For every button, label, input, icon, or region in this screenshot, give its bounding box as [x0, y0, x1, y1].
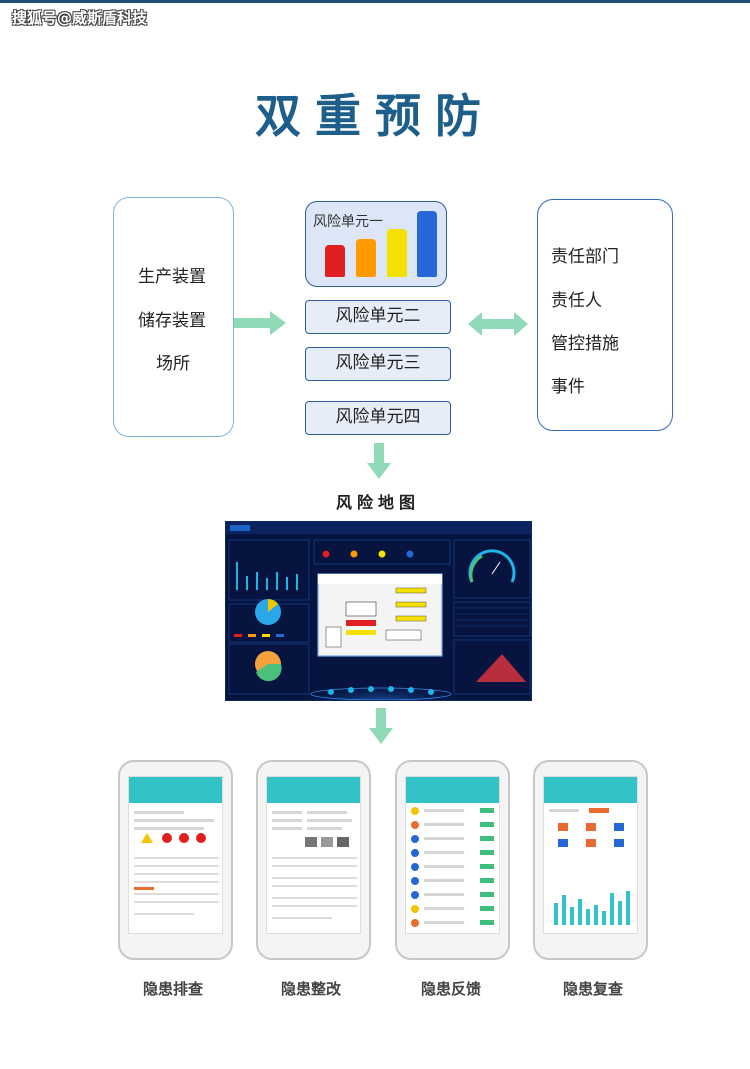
page-title: 双重预防	[255, 89, 495, 143]
responsibility-box: 责任部门 责任人 管控措施 事件	[537, 199, 673, 431]
asset-box: 生产装置 储存装置 场所	[113, 197, 234, 437]
risk-unit-3: 风险单元三	[305, 347, 451, 381]
risk-unit-1-label: 风险单元一	[313, 214, 383, 230]
risk-unit-2: 风险单元二	[305, 300, 451, 334]
responsibility-item: 责任部门	[551, 247, 619, 267]
risk-unit-1: 风险单元一	[305, 201, 447, 287]
arrow-down-icon	[369, 708, 393, 744]
phone-recheck	[533, 760, 648, 960]
phone-feedback	[395, 760, 510, 960]
risk-level-bar-red	[325, 245, 345, 277]
risk-map-label: 风险地图	[335, 493, 420, 512]
phone-caption: 隐患复查	[562, 980, 623, 998]
risk-level-bar-blue	[417, 211, 437, 277]
watermark: 搜狐号@威斯盾科技	[12, 9, 148, 27]
phone-caption: 隐患反馈	[420, 980, 481, 998]
risk-map-dashboard	[225, 521, 532, 701]
phone-caption: 隐患整改	[280, 980, 341, 998]
risk-level-bar-yellow	[387, 229, 407, 277]
arrow-right-icon	[234, 311, 286, 335]
responsibility-item: 管控措施	[551, 334, 619, 354]
arrow-down-icon	[367, 443, 391, 479]
phone-rectification	[256, 760, 371, 960]
asset-item: 储存装置	[138, 311, 206, 331]
risk-level-bar-orange	[356, 239, 376, 277]
phone-inspection	[118, 760, 233, 960]
phone-screen	[128, 776, 223, 934]
arrow-double-icon	[468, 312, 528, 336]
phone-caption: 隐患排查	[142, 980, 203, 998]
asset-item: 生产装置	[138, 267, 206, 287]
asset-item: 场所	[156, 354, 190, 374]
phone-screen	[266, 776, 361, 934]
phone-screen	[405, 776, 500, 934]
phone-screen	[543, 776, 638, 934]
top-border	[0, 0, 750, 3]
responsibility-item: 责任人	[551, 291, 602, 311]
responsibility-item: 事件	[551, 377, 585, 397]
dashboard-graphic	[226, 522, 531, 700]
risk-unit-4: 风险单元四	[305, 401, 451, 435]
